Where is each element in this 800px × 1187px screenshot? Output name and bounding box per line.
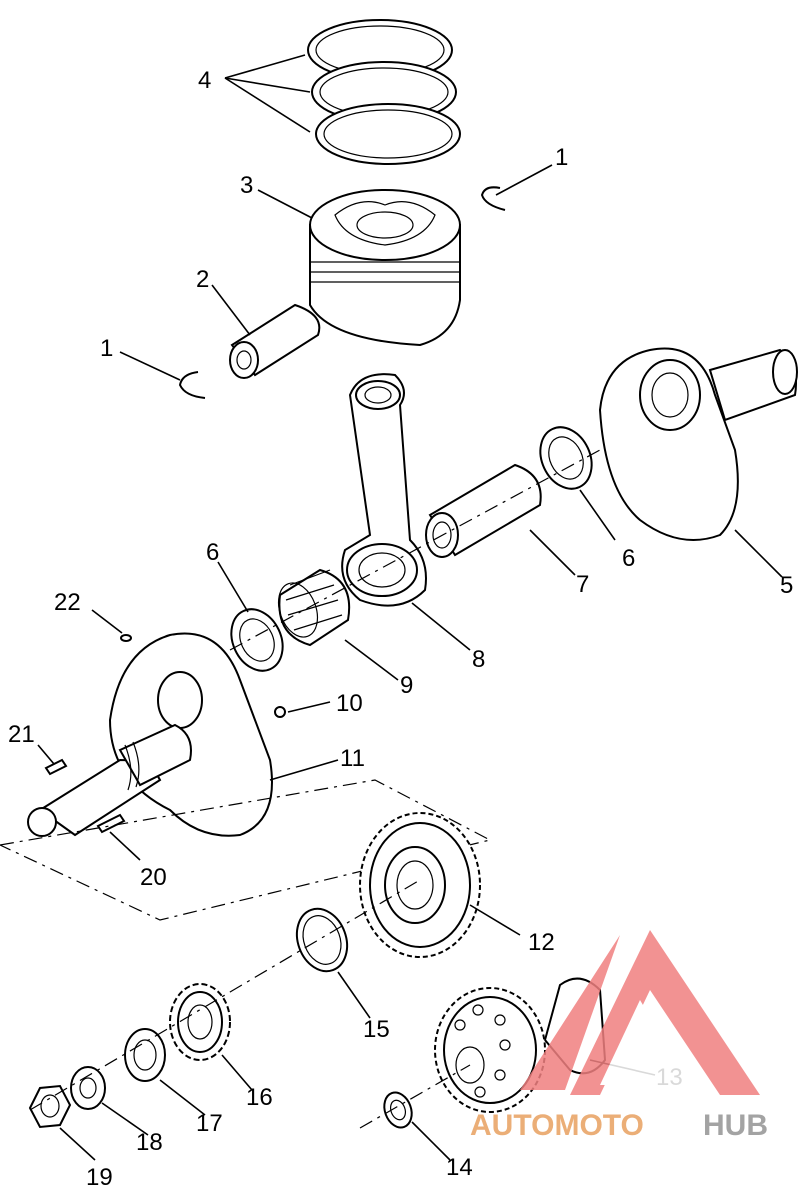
callout-5: 5 — [780, 572, 793, 599]
callout-8: 8 — [472, 646, 485, 673]
callout-22: 22 — [54, 589, 81, 616]
thrust-washer-left — [230, 608, 284, 672]
callout-4: 4 — [198, 67, 211, 94]
watermark-triangle-icon — [520, 935, 620, 1090]
hex-nut — [28, 1084, 72, 1129]
piston-pin — [229, 303, 321, 379]
washer-18 — [70, 1066, 106, 1110]
watermark-text: AUTOMOTO HUB — [470, 1109, 768, 1142]
callout-16: 16 — [246, 1084, 273, 1111]
callout-12: 12 — [528, 929, 555, 956]
callout-10: 10 — [336, 690, 363, 717]
watermark-automoto: AUTOMOTO — [470, 1109, 644, 1142]
callout-3: 3 — [240, 172, 253, 199]
crankshaft-right-half — [598, 347, 798, 541]
callout-19: 19 — [86, 1164, 113, 1187]
callout-17: 17 — [196, 1110, 223, 1137]
needle-bearing — [277, 568, 351, 647]
castle-nut — [124, 1028, 166, 1082]
callout-18: 18 — [136, 1129, 163, 1156]
connecting-rod — [341, 373, 427, 607]
assembly-outline — [0, 779, 492, 921]
ball — [274, 706, 286, 718]
crank-pin — [425, 463, 542, 558]
crankshaft-left-half — [27, 632, 273, 837]
piston — [309, 189, 461, 347]
piston-rings — [307, 19, 461, 165]
callout-20: 20 — [140, 864, 167, 891]
circlip-lower — [178, 371, 206, 399]
axis-line-balancer — [359, 1064, 471, 1129]
watermark-hub: HUB — [703, 1109, 768, 1142]
woodruff-key — [96, 813, 126, 834]
callout-15: 15 — [363, 1016, 390, 1043]
washer-14 — [383, 1091, 413, 1129]
callout-14: 14 — [446, 1154, 473, 1181]
axis-line-upper — [229, 449, 601, 651]
callout-1-lower: 1 — [100, 335, 113, 362]
thrust-washer-right — [539, 426, 593, 490]
callout-11: 11 — [340, 745, 365, 772]
callout-7: 7 — [576, 571, 589, 598]
circlip-15 — [295, 907, 349, 973]
watermark-logo — [520, 930, 760, 1095]
sprocket — [169, 983, 231, 1061]
crank-gear — [359, 812, 481, 958]
axis-line-lower — [29, 879, 421, 1111]
callout-6-left: 6 — [206, 539, 219, 566]
callout-1-upper: 1 — [555, 144, 568, 171]
callout-21: 21 — [8, 721, 35, 748]
callout-6-right: 6 — [622, 545, 635, 572]
dowel-pin — [44, 758, 68, 776]
callout-9: 9 — [400, 672, 413, 699]
circlip-upper — [480, 186, 506, 211]
callout-2: 2 — [196, 266, 209, 293]
plug — [120, 634, 132, 642]
